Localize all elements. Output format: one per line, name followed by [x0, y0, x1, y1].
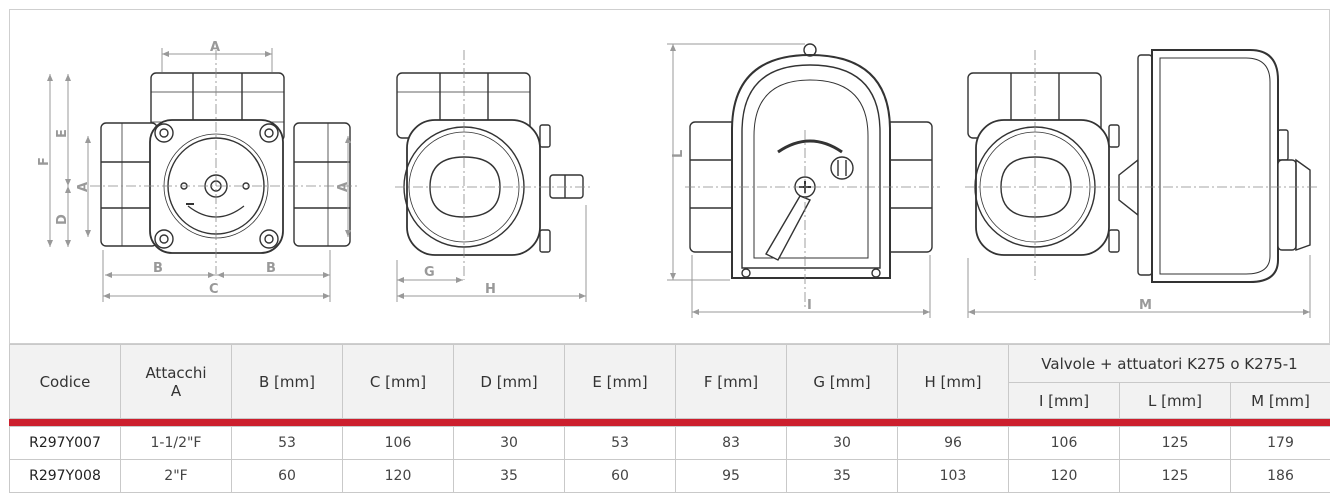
header-b: B [mm]	[231, 344, 343, 419]
view-side-axes	[395, 50, 590, 280]
header-g: G [mm]	[786, 344, 898, 419]
dim-label-l: L	[671, 150, 686, 158]
dim-label-c: C	[209, 282, 219, 297]
header-d: D [mm]	[453, 344, 565, 419]
cell-attacchi: 2"F	[120, 459, 232, 493]
dim-label-a-top: A	[210, 40, 220, 55]
table-row: R297Y007 1-1/2"F 53 106 30 53 83 30 96 1…	[9, 426, 1330, 460]
cell-h: 103	[897, 459, 1009, 493]
dim-label-h: H	[485, 282, 496, 297]
view-actuator-side	[967, 49, 1311, 283]
view-top-dimensions	[47, 48, 351, 302]
cell-l: 125	[1119, 459, 1231, 493]
view-actuator-front	[689, 43, 933, 279]
cell-i: 106	[1008, 426, 1120, 460]
header-f: F [mm]	[675, 344, 787, 419]
dim-label-g: G	[424, 265, 435, 280]
view-actuator-front-axes	[685, 130, 940, 310]
header-group-actuators: Valvole + attuatori K275 o K275-1	[1008, 344, 1330, 383]
dim-label-b-left: B	[153, 261, 163, 276]
header-h: H [mm]	[897, 344, 1009, 419]
header-m: M [mm]	[1230, 382, 1330, 419]
cell-l: 125	[1119, 426, 1231, 460]
cell-codice: R297Y008	[9, 459, 121, 493]
cell-codice: R297Y007	[9, 426, 121, 460]
view-top-axes	[90, 50, 360, 280]
cell-c: 120	[342, 459, 454, 493]
cell-b: 60	[231, 459, 343, 493]
table-body: R297Y007 1-1/2"F 53 106 30 53 83 30 96 1…	[9, 418, 1330, 493]
header-l: L [mm]	[1119, 382, 1231, 419]
cell-d: 30	[453, 426, 565, 460]
header-c: C [mm]	[342, 344, 454, 419]
cell-m: 179	[1230, 426, 1330, 460]
dim-label-f: F	[37, 157, 52, 166]
header-attacchi: Attacchi A	[120, 344, 232, 419]
cell-f: 95	[675, 459, 787, 493]
cell-c: 106	[342, 426, 454, 460]
header-attacchi-sub: A	[170, 381, 182, 400]
table-row: R297Y008 2"F 60 120 35 60 95 35 103 120 …	[9, 459, 1330, 493]
view-side-stem	[396, 72, 584, 256]
dim-label-i: I	[807, 298, 812, 313]
dim-label-a-right: A	[336, 182, 351, 192]
cell-g: 35	[786, 459, 898, 493]
dim-label-d: D	[55, 214, 70, 225]
table-header: Codice Attacchi A B [mm] C [mm] D [mm] E…	[9, 344, 1330, 419]
accent-bar	[9, 418, 1330, 427]
view-actuator-front-dimensions	[667, 43, 931, 318]
header-attacchi-label: Attacchi	[145, 363, 207, 382]
cell-b: 53	[231, 426, 343, 460]
cell-f: 83	[675, 426, 787, 460]
header-codice: Codice	[9, 344, 121, 419]
view-actuator-side-dimensions	[967, 255, 1311, 318]
cell-e: 60	[564, 459, 676, 493]
view-actuator-side-axes	[965, 50, 1320, 280]
cell-g: 30	[786, 426, 898, 460]
cell-e: 53	[564, 426, 676, 460]
cell-d: 35	[453, 459, 565, 493]
view-top-flange	[100, 72, 351, 254]
view-side-dimensions	[396, 205, 587, 302]
dim-label-b-right: B	[266, 261, 276, 276]
header-i: I [mm]	[1008, 382, 1120, 419]
valve-drawings-svg: A B B C F E D A A	[37, 40, 1320, 318]
dim-label-e: E	[55, 129, 70, 138]
dimension-drawings: A B B C F E D A A	[9, 9, 1330, 344]
dim-label-m: M	[1139, 298, 1152, 313]
cell-h: 96	[897, 426, 1009, 460]
header-e: E [mm]	[564, 344, 676, 419]
dim-label-a-left: A	[76, 182, 91, 192]
cell-m: 186	[1230, 459, 1330, 493]
dimensions-table: Codice Attacchi A B [mm] C [mm] D [mm] E…	[9, 344, 1330, 493]
cell-attacchi: 1-1/2"F	[120, 426, 232, 460]
cell-i: 120	[1008, 459, 1120, 493]
